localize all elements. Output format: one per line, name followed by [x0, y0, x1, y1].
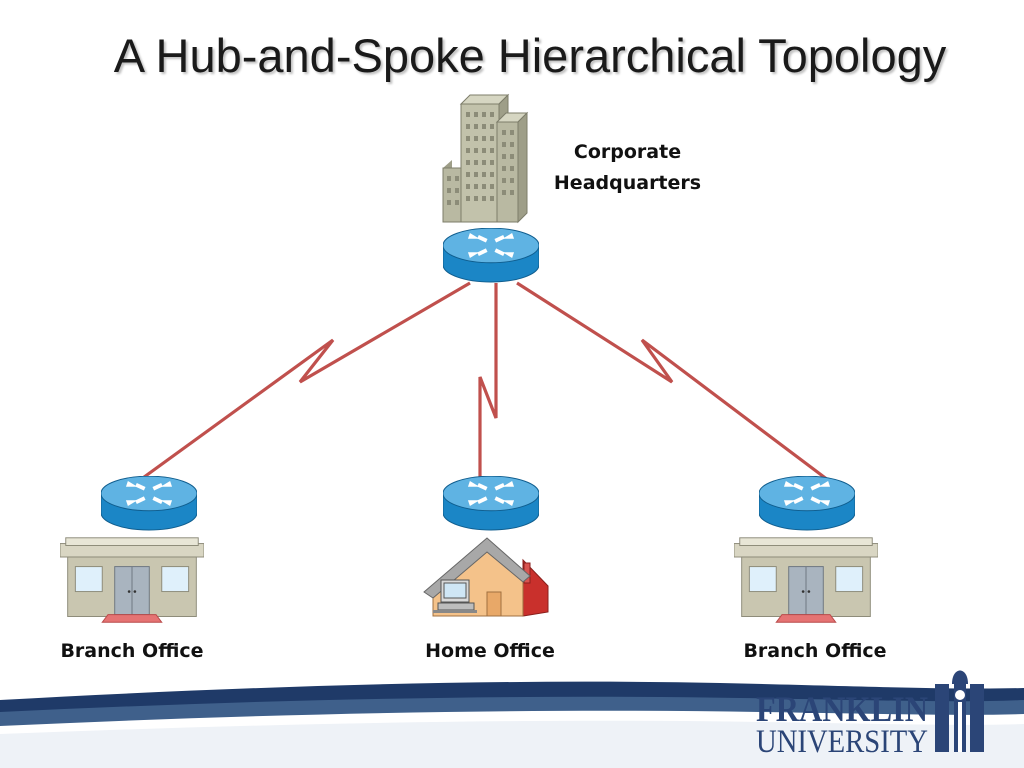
wan-links [139, 281, 829, 482]
slide-title: A Hub-and-Spoke Hierarchical Topology [113, 29, 947, 82]
home-office-label: Home Office [425, 640, 555, 662]
router-icon-branch-right [759, 476, 855, 531]
wan-link-center [478, 283, 498, 480]
hq-label: Corporate Headquarters [540, 137, 715, 199]
wan-link-left [139, 281, 471, 482]
house-icon [423, 537, 549, 617]
hq-label-line1: Corporate [573, 141, 682, 163]
router-icon-branch-left [101, 476, 197, 531]
franklin-university-logo: FRANKLIN UNIVERSITY [756, 670, 984, 760]
router-icon-home [443, 476, 539, 531]
logo-line1: FRANKLIN [756, 689, 928, 729]
storefront-icon-right [734, 537, 878, 623]
wan-link-right [516, 281, 829, 482]
router-icon-hq [443, 228, 539, 283]
footer-swoosh [0, 681, 1024, 768]
logo-emblem-icon [935, 670, 984, 752]
logo-line2: UNIVERSITY [756, 724, 928, 760]
office-building-icon [442, 93, 529, 224]
branch-office-left-label: Branch Office [60, 640, 204, 662]
branch-office-right-label: Branch Office [743, 640, 887, 662]
hq-label-line2: Headquarters [553, 172, 702, 194]
storefront-icon-left [60, 537, 204, 623]
